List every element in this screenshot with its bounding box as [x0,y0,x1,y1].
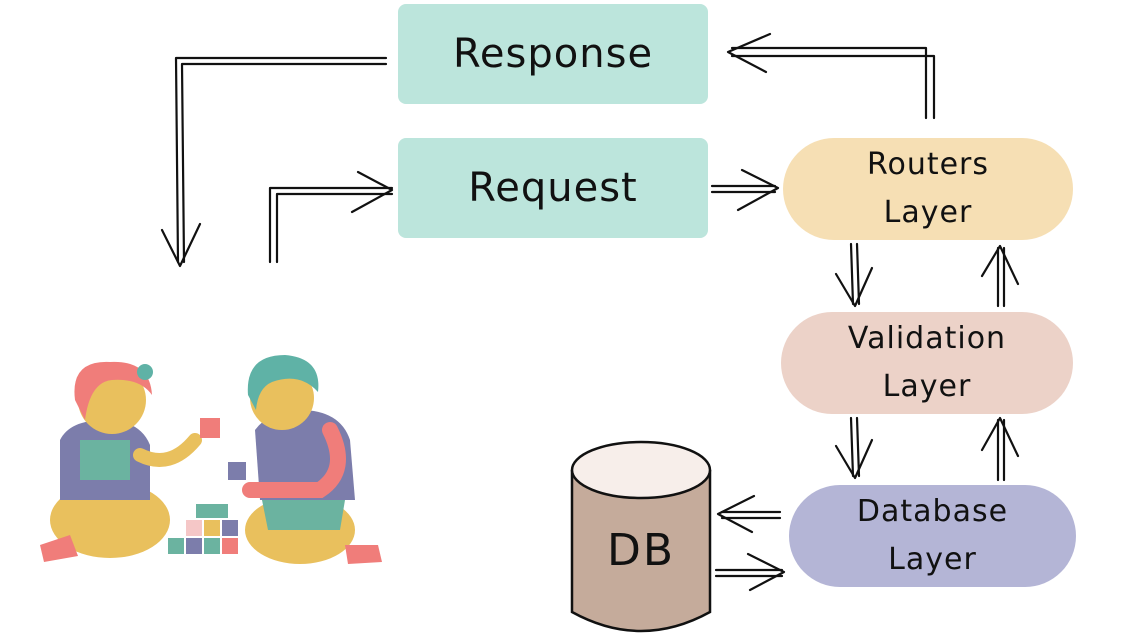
database-layer-box: Database Layer [789,485,1076,587]
validation-to-database-arrow [834,416,874,480]
db-to-database-layer-arrow [714,552,786,592]
routers-to-response-arrow [726,32,936,120]
routers-layer-box: Routers Layer [783,138,1073,240]
db-label: DB [606,525,676,576]
children-playing-blocks-icon [40,355,382,564]
database-to-validation-arrow [980,416,1020,482]
response-to-user-arrow [160,56,388,268]
request-label: Request [468,165,638,211]
validation-layer-box: Validation Layer [781,312,1073,414]
db-cylinder-icon [570,440,712,633]
routers-to-validation-arrow [834,242,874,308]
response-label: Response [452,31,654,77]
routers-layer-line1: Routers [866,147,990,182]
database-layer-line1: Database [856,494,1009,529]
validation-layer-line1: Validation [847,321,1007,356]
response-box: Response [398,4,708,104]
validation-to-routers-arrow [980,244,1020,308]
request-box: Request [398,138,708,238]
routers-layer-line2: Layer [883,195,973,230]
database-layer-line2: Layer [888,542,977,577]
request-to-routers-arrow [710,168,780,212]
user-to-request-arrow [268,170,394,264]
validation-layer-line2: Layer [882,369,972,404]
database-layer-to-db-arrow [716,494,782,534]
